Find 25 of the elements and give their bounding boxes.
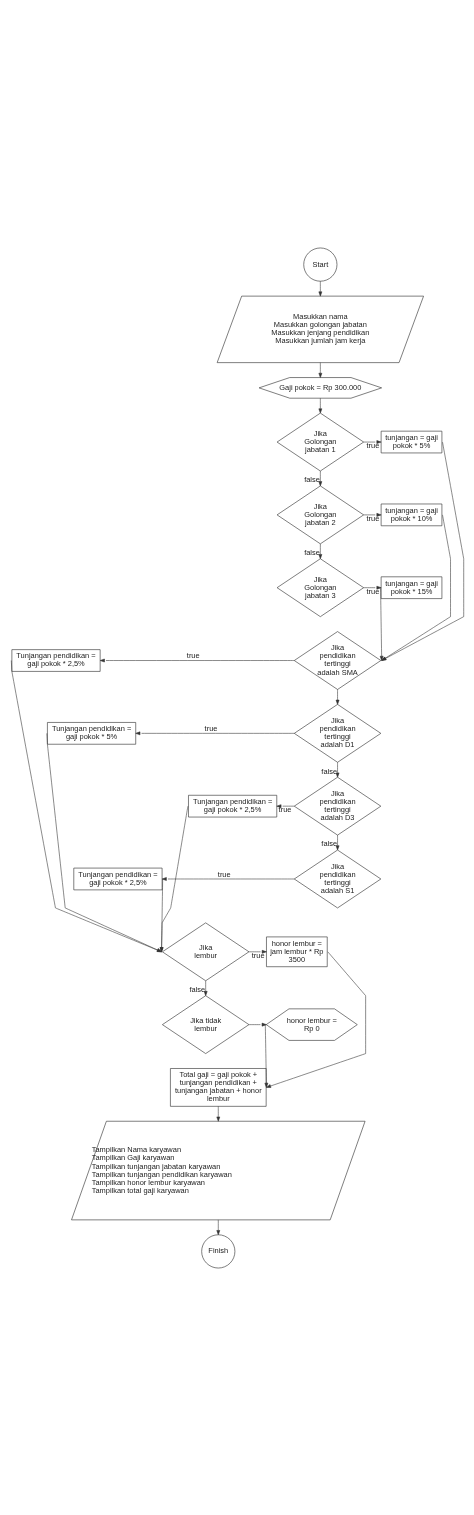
arrow (362, 439, 381, 444)
arrow (335, 761, 339, 777)
arrow (216, 1105, 220, 1122)
arrow (203, 980, 207, 996)
arrow (276, 803, 295, 808)
arrow (265, 951, 366, 1088)
arrow (318, 361, 322, 378)
arrow (335, 688, 339, 705)
arrow (318, 470, 322, 486)
arrow (318, 397, 322, 413)
arrow (161, 876, 295, 881)
arrow (335, 834, 339, 850)
arrow (134, 731, 295, 735)
arrow (318, 280, 322, 296)
arrow (248, 1022, 267, 1026)
arrow (362, 512, 381, 517)
arrow (379, 586, 383, 661)
arrow (264, 1023, 268, 1088)
arrow (99, 658, 295, 662)
arrow (159, 805, 188, 952)
arrow (248, 949, 267, 954)
arrow (216, 1219, 220, 1235)
arrow (362, 585, 381, 589)
arrow (159, 878, 163, 952)
arrow (318, 543, 322, 559)
